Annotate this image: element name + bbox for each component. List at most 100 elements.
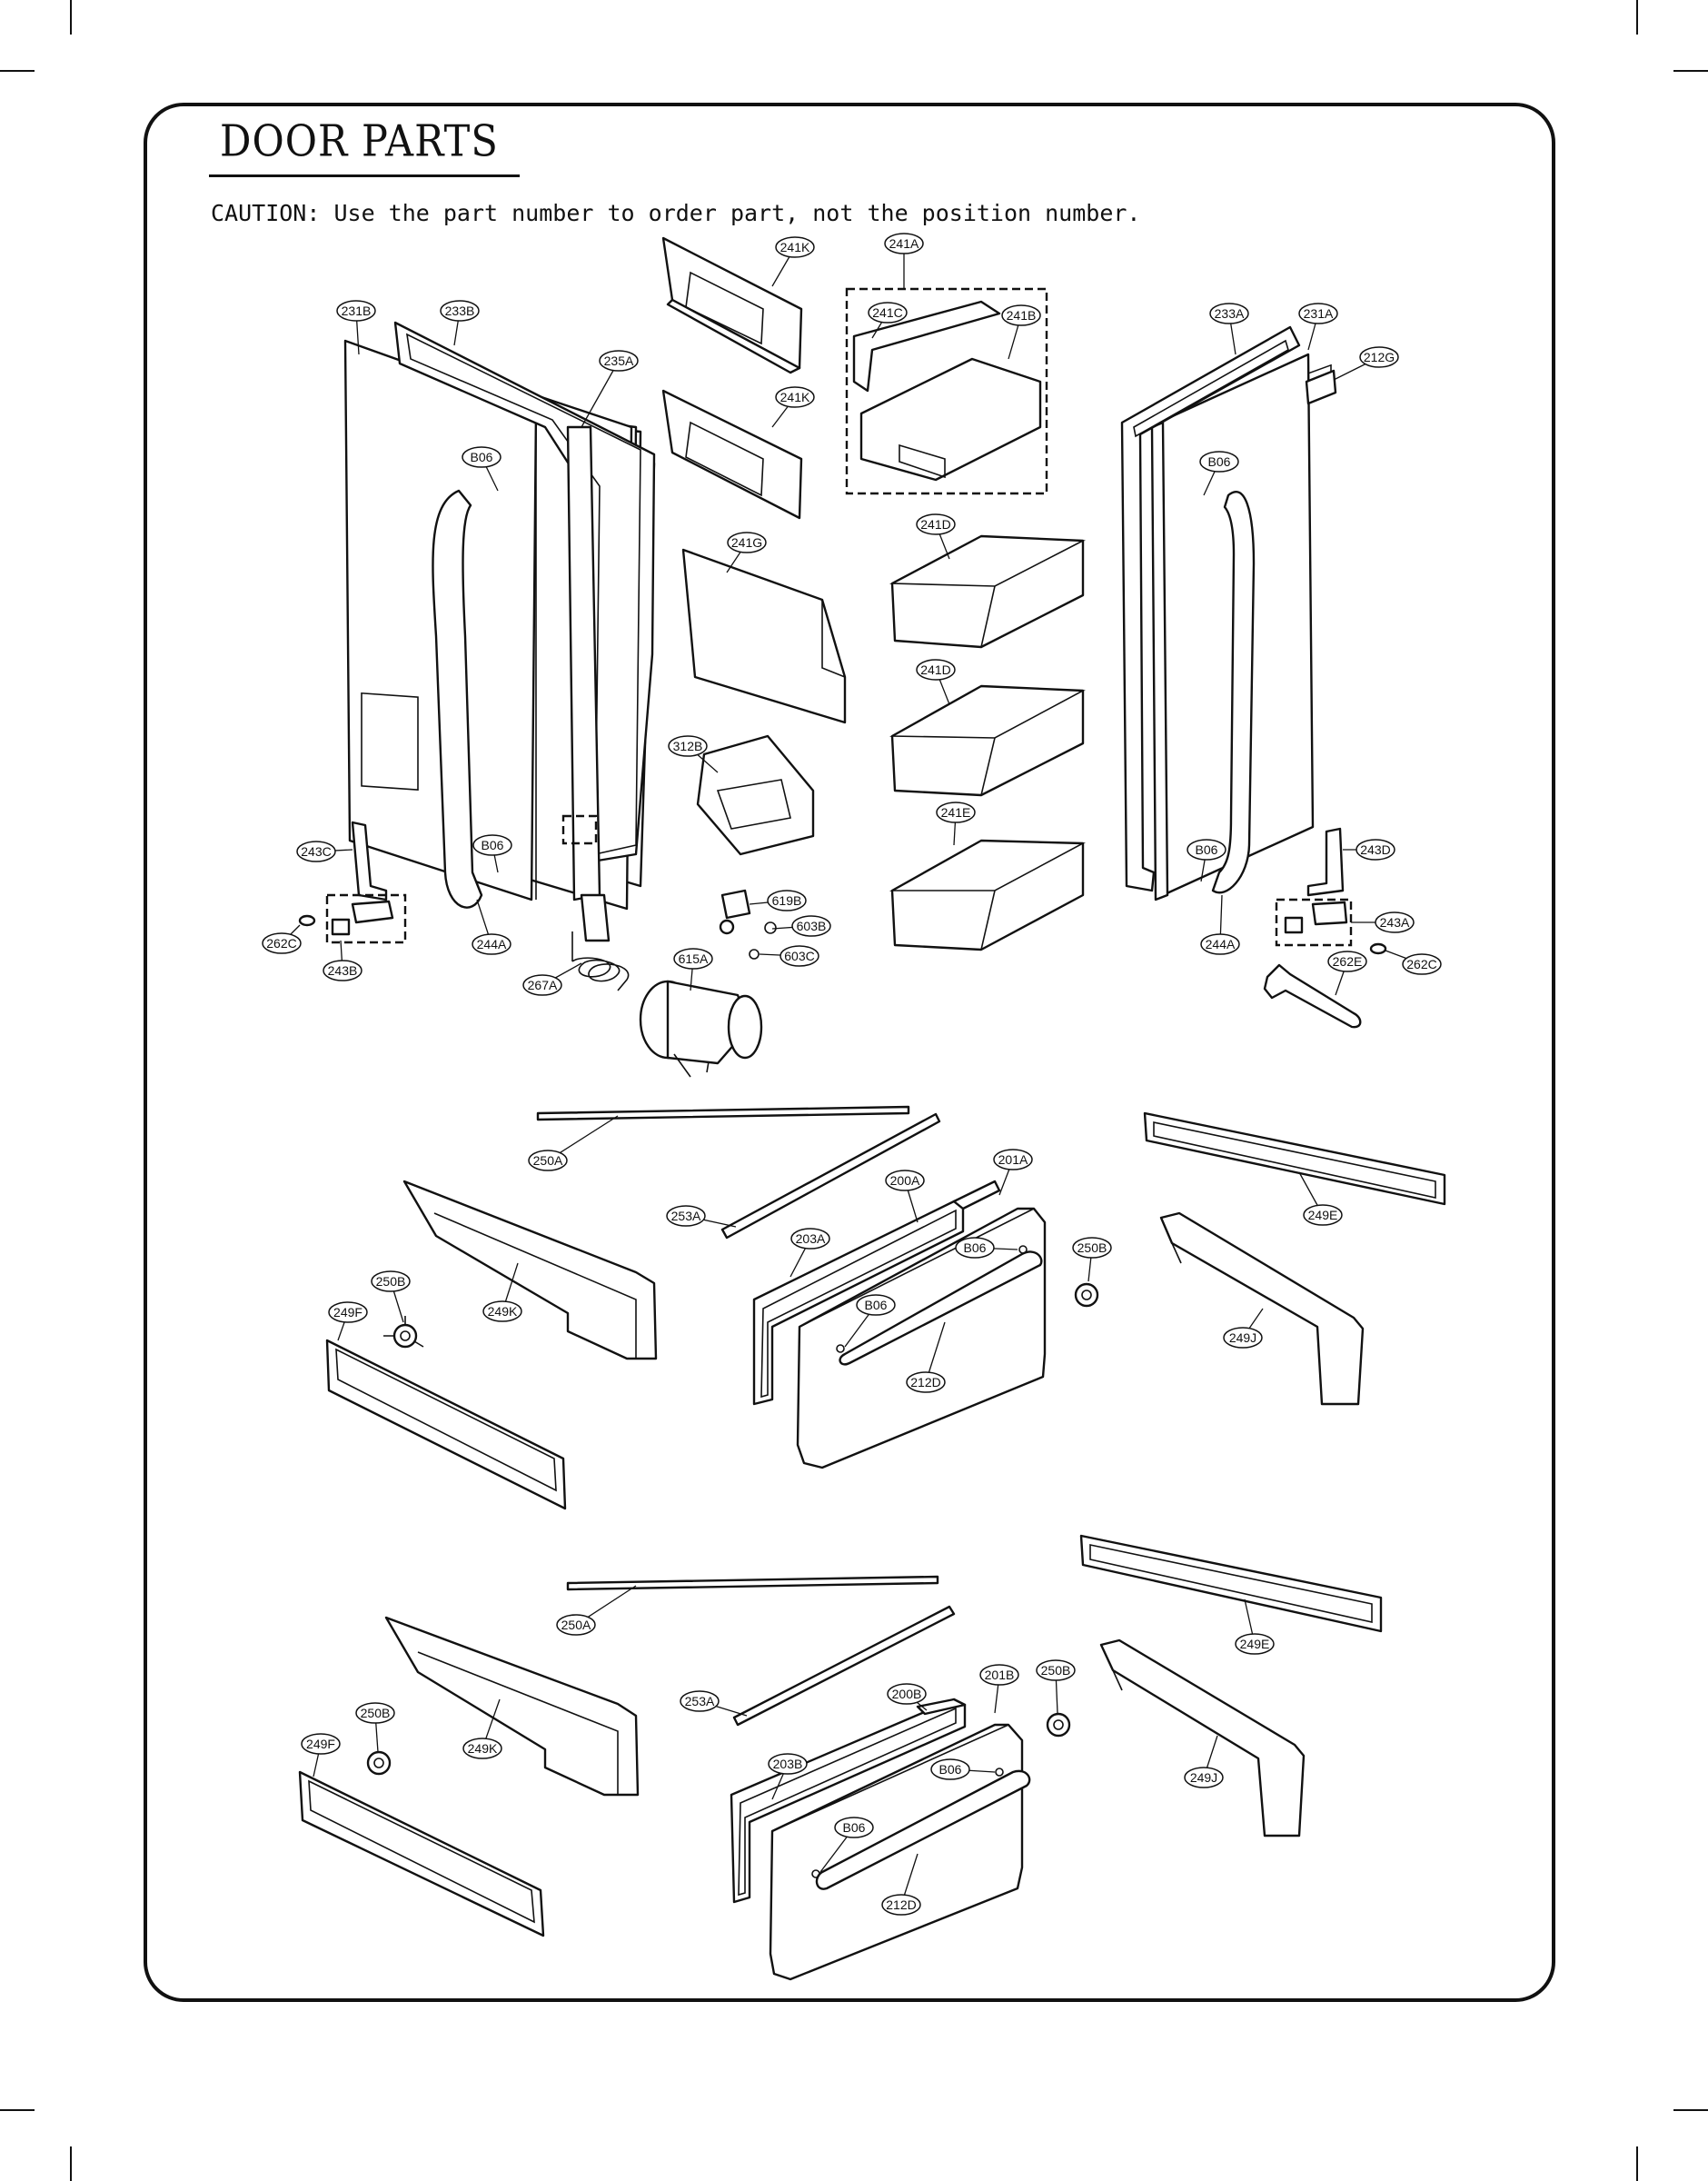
callout-label: 249E bbox=[1240, 1637, 1270, 1651]
bin-cover bbox=[852, 300, 1001, 393]
rod-1 bbox=[536, 1105, 910, 1121]
left-handle bbox=[432, 489, 483, 909]
seal-1 bbox=[720, 1112, 941, 1240]
callout-bubble bbox=[1001, 304, 1041, 326]
callout-235a-mullion: 235A bbox=[581, 350, 639, 428]
callout-bubble bbox=[355, 1702, 395, 1724]
callout-bubble bbox=[1375, 911, 1415, 933]
callout-bubble bbox=[790, 1228, 830, 1250]
callout-label: 241D bbox=[920, 517, 950, 532]
caution-note: CAUTION: Use the part number to order pa… bbox=[211, 200, 1141, 226]
callout-label: 603C bbox=[784, 949, 814, 963]
drawer-2-gasket bbox=[916, 1698, 967, 1716]
right-handle bbox=[1211, 491, 1256, 894]
callout-label: 241K bbox=[780, 240, 810, 254]
callout-243b-left-hinge: 243B bbox=[323, 940, 362, 981]
callout-619b-valve: 619B bbox=[749, 890, 807, 911]
callout-label: B06 bbox=[1208, 454, 1231, 469]
callout-label: 253A bbox=[671, 1209, 701, 1223]
callout-249f-rail-left-2: 249F bbox=[301, 1733, 341, 1778]
bin-top-1 bbox=[661, 236, 803, 374]
callout-200a-drawer-1-gasket: 200A bbox=[885, 1170, 925, 1223]
basket-1 bbox=[889, 534, 1087, 649]
callout-231b-left-door: 231B bbox=[336, 300, 376, 355]
left-hinge bbox=[325, 893, 407, 944]
callout-bubble bbox=[328, 1301, 368, 1323]
callout-label: 262E bbox=[1333, 954, 1363, 969]
callout-250b-gear-left-1: 250B bbox=[371, 1270, 411, 1323]
page-title: DOOR PARTS bbox=[220, 116, 499, 167]
callout-bubble bbox=[856, 1294, 896, 1316]
callout-bubble bbox=[930, 1758, 970, 1780]
callout-b06-drawer-1-screw-b: B06 bbox=[844, 1294, 896, 1348]
right-door-badge bbox=[1305, 369, 1337, 405]
callout-233a-right-gasket: 233A bbox=[1209, 303, 1249, 355]
callout-b06-left-screw-bottom: B06 bbox=[472, 834, 512, 873]
callout-253a-seal-2: 253A bbox=[680, 1690, 748, 1717]
callout-bubble bbox=[680, 1690, 720, 1712]
callout-bubble bbox=[768, 1753, 808, 1775]
callout-bubble bbox=[881, 1894, 921, 1916]
callout-bubble bbox=[868, 302, 908, 324]
callout-250a-rod-1: 250A bbox=[528, 1115, 619, 1171]
drawer-1 bbox=[796, 1207, 1047, 1469]
callout-label: 200A bbox=[890, 1173, 920, 1188]
callout-label: 244A bbox=[477, 937, 507, 951]
callout-200b-drawer-2-gasket: 200B bbox=[887, 1683, 928, 1711]
callout-603b-clip-1: 603B bbox=[771, 915, 831, 937]
callout-label: 212G bbox=[1364, 350, 1395, 364]
right-bracket bbox=[1306, 827, 1345, 897]
callout-bubble bbox=[522, 974, 562, 996]
gear-left-1 bbox=[383, 1316, 424, 1349]
right-washer bbox=[1369, 942, 1387, 955]
callout-label: 250B bbox=[1077, 1240, 1107, 1255]
callout-bubble bbox=[1298, 303, 1338, 324]
rail-right-2 bbox=[1079, 1534, 1383, 1633]
callout-label: 243C bbox=[301, 844, 331, 859]
callout-243a-right-hinge: 243A bbox=[1351, 911, 1415, 933]
rail-right-1 bbox=[1143, 1111, 1446, 1206]
drawer-2-screw-b bbox=[811, 1869, 820, 1878]
callout-bubble bbox=[1187, 839, 1226, 861]
callout-label: 253A bbox=[685, 1694, 715, 1708]
callout-bubble bbox=[472, 834, 512, 856]
valve bbox=[719, 889, 751, 935]
callout-label: 243B bbox=[328, 963, 358, 978]
callout-label: 249F bbox=[306, 1737, 335, 1751]
callout-label: 267A bbox=[528, 978, 558, 992]
callout-label: B06 bbox=[471, 450, 493, 464]
callout-label: 249K bbox=[468, 1741, 498, 1756]
basket-3 bbox=[889, 839, 1087, 951]
callout-bubble bbox=[1359, 346, 1399, 368]
bracket-right-2 bbox=[1099, 1638, 1306, 1837]
leader-line bbox=[581, 360, 620, 428]
callout-bubble bbox=[1199, 451, 1239, 473]
callout-203a-drawer-1-frame: 203A bbox=[789, 1228, 830, 1278]
callout-bubble bbox=[979, 1664, 1019, 1686]
callout-243c-left-bracket: 243C bbox=[296, 841, 353, 862]
callout-bubble bbox=[1223, 1327, 1263, 1349]
callout-bubble bbox=[780, 945, 819, 967]
callout-bubble bbox=[791, 915, 831, 937]
callout-bubble bbox=[296, 841, 336, 862]
callout-bubble bbox=[727, 532, 767, 553]
callout-bubble bbox=[301, 1733, 341, 1755]
callout-label: B06 bbox=[939, 1762, 962, 1777]
callout-241g-guard: 241G bbox=[726, 532, 767, 573]
callout-bubble bbox=[472, 933, 511, 955]
callout-262c-right-washer: 262C bbox=[1385, 950, 1442, 975]
callout-241d-basket-2: 241D bbox=[916, 659, 956, 705]
left-washer bbox=[298, 914, 316, 927]
callout-249e-rail-right-1: 249E bbox=[1298, 1171, 1343, 1226]
callout-250b-gear-left-2: 250B bbox=[355, 1702, 395, 1753]
callout-bubble bbox=[834, 1817, 874, 1838]
callout-241a-bin-group: 241A bbox=[884, 233, 924, 289]
rod-2 bbox=[566, 1575, 939, 1591]
callout-250b-gear-right-1: 250B bbox=[1072, 1237, 1112, 1282]
callout-201a-drawer-1: 201A bbox=[993, 1149, 1033, 1196]
callout-label: B06 bbox=[843, 1820, 866, 1835]
callout-label: 203B bbox=[773, 1757, 803, 1771]
callout-label: 244A bbox=[1206, 937, 1236, 951]
callout-label: 249K bbox=[488, 1304, 518, 1319]
